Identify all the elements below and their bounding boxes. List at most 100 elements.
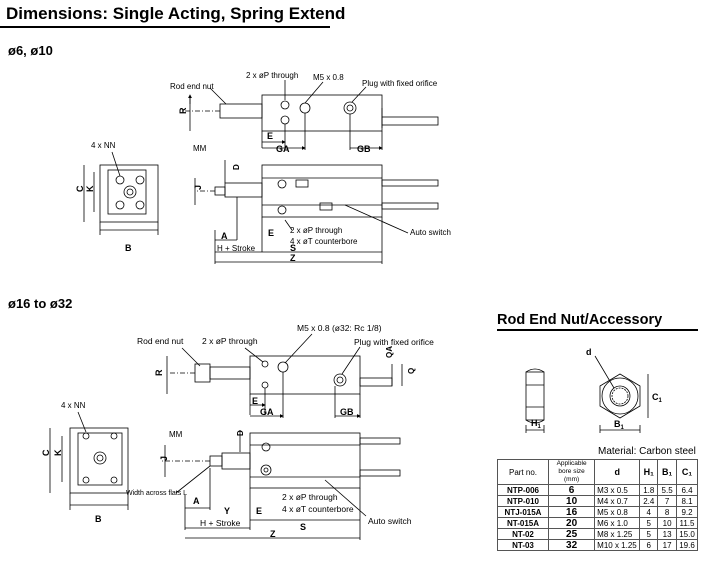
cell-b1: 13: [657, 528, 677, 540]
cell-d: M4 x 0.7: [594, 495, 641, 507]
small-r-label: R: [178, 107, 188, 114]
small-d-label: D: [232, 164, 241, 170]
large-s-label: S: [300, 522, 306, 532]
rod-end-nut-table: Part no. Applicable bore size (mm) d H₁ …: [497, 459, 698, 551]
large-port-through2-label: 2 x øP through: [282, 492, 338, 502]
small-nn-label: 4 x NN: [91, 141, 116, 150]
large-bore-top-view: [166, 333, 403, 418]
table-row: NT-02 25 M8 x 1.25 5 13 15.0: [497, 528, 698, 540]
cell-d: M10 x 1.25: [594, 539, 641, 551]
large-z-label: Z: [270, 529, 276, 539]
small-plug-label: Plug with fixed orifice: [362, 79, 438, 88]
large-bore-end-view: [49, 411, 129, 510]
large-c-label: C: [41, 449, 51, 456]
page-title: Dimensions: Single Acting, Spring Extend: [6, 4, 346, 23]
table-row: NT-03 32 M10 x 1.25 6 17 19.6: [497, 539, 698, 551]
large-k-label: K: [53, 449, 63, 456]
small-c-label: C: [75, 185, 85, 192]
cell-b1: 10: [657, 517, 677, 529]
nut-h1-label: H1: [531, 418, 542, 430]
large-gb-label: GB: [340, 407, 354, 417]
small-mm-label: MM: [193, 144, 207, 153]
cell-b1: 7: [657, 495, 677, 507]
cell-part: NTP-006: [497, 484, 549, 496]
large-mm-label: MM: [169, 430, 183, 439]
cell-c1: 6.4: [676, 484, 698, 496]
col-b1: B₁: [657, 459, 677, 485]
large-nn-label: 4 x NN: [61, 401, 86, 410]
small-k-label: K: [85, 185, 95, 192]
large-ga-label: GA: [260, 407, 274, 417]
small-b-label: B: [125, 243, 132, 253]
cell-d: M3 x 0.5: [594, 484, 641, 496]
nut-b1-label: B1: [614, 419, 625, 431]
cell-part: NTP-010: [497, 495, 549, 507]
col-h1: H₁: [639, 459, 659, 485]
small-counterbore-label: 4 x øT counterbore: [290, 237, 358, 246]
large-e2-label: E: [256, 506, 262, 516]
col-c1: C₁: [676, 459, 698, 485]
large-rod-end-nut-label: Rod end nut: [137, 336, 184, 346]
large-e-label: E: [252, 396, 258, 406]
small-bore-top-view: [180, 80, 439, 150]
small-bore-side-view: [194, 160, 439, 264]
col-part-no: Part no.: [497, 459, 549, 485]
cell-c1: 15.0: [676, 528, 698, 540]
large-port-through-label: 2 x øP through: [202, 336, 258, 346]
cell-c1: 19.6: [676, 539, 698, 551]
nut-side-view: [525, 368, 545, 433]
rod-end-nut-title: Rod End Nut/Accessory: [497, 312, 663, 328]
cell-size: 10: [547, 495, 596, 507]
large-y-label: Y: [224, 506, 230, 516]
large-m5-label: M5 x 0.8 (ø32: Rc 1/8): [297, 323, 382, 333]
cell-part: NT-02: [497, 528, 549, 540]
large-bore-side-view: [162, 430, 401, 540]
small-rod-end-nut-label: Rod end nut: [170, 82, 214, 91]
cell-b1: 5.5: [657, 484, 677, 496]
large-j-label: J: [159, 456, 169, 461]
nut-d-label: d: [586, 347, 592, 357]
section-heading-large-bore: ø16 to ø32: [8, 296, 73, 311]
large-counterbore-label: 4 x øT counterbore: [282, 504, 354, 514]
small-auto-switch-label: Auto switch: [410, 228, 451, 237]
cell-b1: 17: [657, 539, 677, 551]
large-q-label: Q: [407, 368, 416, 374]
large-r-label: R: [154, 369, 164, 376]
small-port-through2-label: 2 x øP through: [290, 226, 342, 235]
cell-h1: 2.4: [639, 495, 659, 507]
nut-c1-label: C1: [652, 392, 663, 404]
small-z-label: Z: [290, 253, 296, 263]
large-qa-label: QA: [385, 346, 394, 358]
rod-end-nut-underline: [497, 329, 698, 331]
small-h-stroke-label: H + Stroke: [217, 244, 256, 253]
small-gb-label: GB: [357, 144, 371, 154]
small-s-label: S: [290, 243, 296, 253]
cell-h1: 6: [639, 539, 659, 551]
cell-h1: 5: [639, 528, 659, 540]
cell-c1: 11.5: [676, 517, 698, 529]
cell-h1: 5: [639, 517, 659, 529]
cell-size: 32: [547, 539, 596, 551]
small-bore-end-view: [83, 151, 159, 235]
table-row: NTJ-015A 16 M5 x 0.8 4 8 9.2: [497, 506, 698, 518]
cell-h1: 4: [639, 506, 659, 518]
table-header-row: Part no. Applicable bore size (mm) d H₁ …: [497, 459, 698, 485]
table-row: NTP-006 6 M3 x 0.5 1.8 5.5 6.4: [497, 484, 698, 496]
table-row: NTP-010 10 M4 x 0.7 2.4 7 8.1: [497, 495, 698, 507]
small-e-label: E: [267, 131, 273, 141]
small-a-label: A: [221, 231, 228, 241]
section-heading-small-bore: ø6, ø10: [8, 43, 53, 58]
cell-h1: 1.8: [639, 484, 659, 496]
small-ga-label: GA: [276, 144, 290, 154]
cell-c1: 8.1: [676, 495, 698, 507]
cell-size: 6: [547, 484, 596, 496]
small-m5-label: M5 x 0.8: [313, 73, 344, 82]
small-j-label: J: [193, 185, 203, 190]
small-e2-label: E: [268, 228, 274, 238]
material-note: Material: Carbon steel: [598, 446, 696, 457]
cell-d: M5 x 0.8: [594, 506, 641, 518]
large-auto-switch-label: Auto switch: [368, 516, 412, 526]
cell-d: M6 x 1.0: [594, 517, 641, 529]
cell-d: M8 x 1.25: [594, 528, 641, 540]
